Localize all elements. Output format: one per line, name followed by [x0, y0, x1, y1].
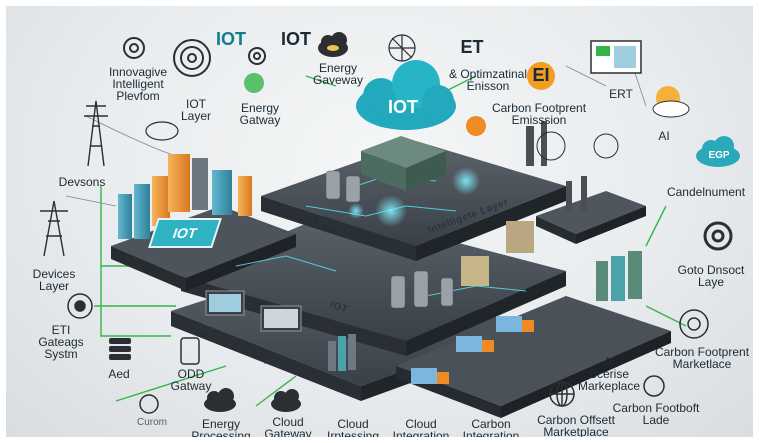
cloud-icon	[204, 388, 236, 412]
label-ei: EI	[532, 65, 550, 85]
label-ai-top: AI	[658, 129, 670, 143]
monitor-icon	[590, 40, 642, 74]
label-candelnument: Candelnument	[666, 185, 746, 199]
buildings-right	[461, 221, 642, 301]
label-carbon-lade: Carbon Footboft Lade	[612, 401, 700, 427]
label-egp: EGP	[708, 150, 730, 161]
label-iot-top-1: IOT	[216, 29, 246, 49]
phone-icon	[180, 337, 200, 365]
cloud-icon	[271, 389, 301, 412]
label-cloud-irptessing: Cloud Irptessing	[326, 417, 380, 443]
label-aed: Aed	[108, 367, 130, 381]
truck-icon	[456, 336, 494, 352]
cloud-icon	[356, 60, 456, 130]
laptops	[205, 290, 302, 332]
dark-connector-lines	[65, 45, 647, 207]
label-ai-marketplace: AI Bcerise Markeplace	[577, 355, 641, 393]
label-innovative-platform: Innovagive Intelligent Plevfom	[108, 65, 168, 103]
gear-icon	[703, 221, 733, 251]
sun-icon	[652, 86, 690, 118]
sun-icon	[527, 62, 555, 90]
platform-right	[536, 191, 646, 244]
label-odd-gatway: ODD Gatway	[170, 367, 212, 393]
label-carbon-marketplace: Carbon Footprent Marketlace	[654, 345, 750, 371]
industrial-right	[526, 121, 587, 211]
label-energy-gatway: Energy Gatway	[239, 101, 281, 127]
label-iot-top-2: IOT	[281, 29, 311, 49]
glow-node	[452, 167, 480, 195]
cloud-label: IOT	[388, 97, 418, 117]
platform-top	[261, 141, 566, 261]
glow-node	[348, 203, 364, 219]
label-carbon-offset-marketplace: Carbon Offsett Marketplace	[537, 413, 615, 439]
label-curom: Curom	[136, 417, 167, 428]
label-cloud-gateway-hub: Cloud Gateway Hub	[264, 415, 312, 441]
label-carbon-integration: Carbon Integration	[462, 417, 520, 443]
tower-icon	[40, 200, 68, 257]
server-icon	[109, 338, 131, 360]
target-icon	[173, 39, 211, 77]
gear-icon	[643, 375, 665, 397]
gear-icon	[248, 47, 266, 65]
sun-icon	[466, 116, 486, 136]
label-carbon-footprint-emission: Carbon Footprent Emisssion	[491, 101, 587, 127]
cloud-icon	[696, 136, 740, 167]
label-eti-gateways: ETI Gateags Systm	[38, 323, 84, 361]
truck-icon	[411, 368, 449, 384]
iot-screen-label: IOT	[148, 218, 222, 248]
label-devsons: Devsons	[58, 175, 106, 189]
label-ert: ERT	[609, 87, 633, 101]
gear-icon	[123, 37, 145, 59]
globe-icon	[679, 309, 709, 339]
label-et: ET	[460, 37, 484, 57]
badge-icon	[67, 293, 93, 319]
network-icon	[388, 34, 416, 62]
label-cloud-integration: Cloud Integration	[392, 417, 450, 443]
label-optimizational: & Optimzatinal Enisson	[448, 67, 528, 93]
data-center	[361, 136, 446, 191]
buildings-left	[118, 154, 252, 239]
glow-node	[375, 195, 407, 227]
cloud-icon	[318, 32, 348, 57]
cloud-icon	[145, 121, 179, 141]
wheel-icon	[536, 131, 619, 161]
truck-icon	[496, 316, 534, 332]
leaf-icon	[244, 73, 264, 93]
label-energy-gaveway: Energy Gaveway	[312, 61, 364, 87]
scene-graphic	[40, 32, 740, 418]
label-iot-layer: IOT Layer	[180, 97, 212, 123]
server-racks	[328, 334, 356, 371]
gear-icon	[139, 394, 159, 414]
tower-icon	[84, 100, 108, 167]
globe-icon	[549, 381, 575, 407]
label-energy-processing: Energy Processing	[191, 417, 251, 443]
cylinders	[325, 170, 454, 309]
label-goto-layer: Goto Dnsoct Laye	[677, 263, 745, 289]
label-devices-layer: Devices Layer	[32, 267, 76, 293]
